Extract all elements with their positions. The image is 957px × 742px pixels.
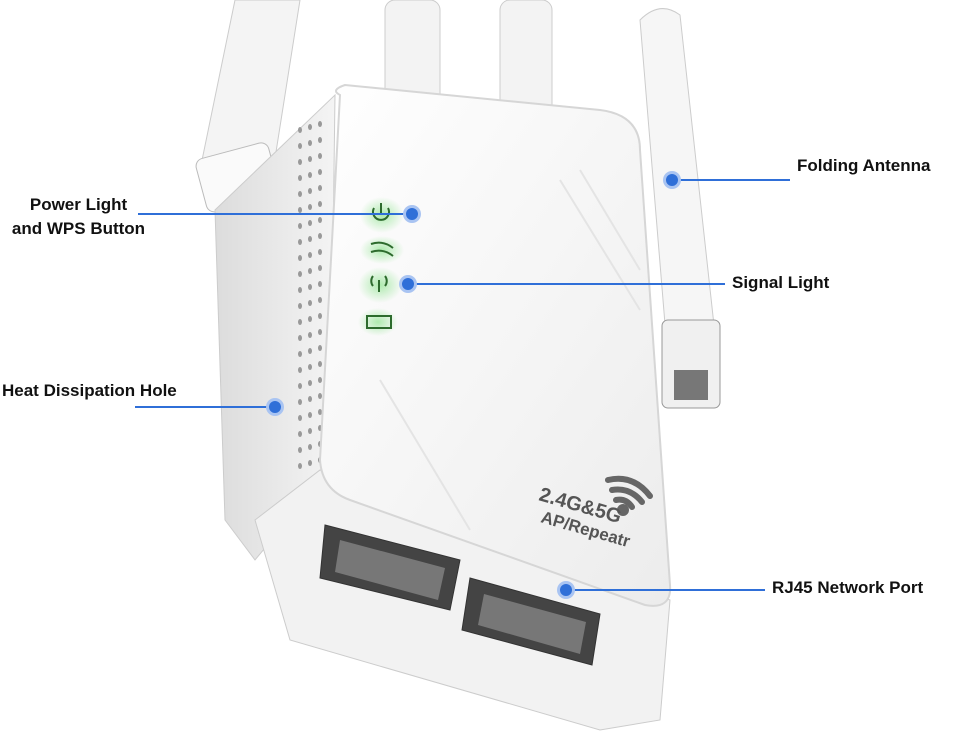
heat-hole — [318, 345, 322, 351]
callout-power-light-line2: and WPS Button — [11, 219, 146, 238]
heat-hole — [308, 188, 312, 194]
heat-hole — [308, 316, 312, 322]
heat-hole — [308, 156, 312, 162]
callout-dot-rj45 — [557, 581, 575, 599]
callout-folding-antenna: Folding Antenna — [797, 156, 931, 175]
antenna-right — [639, 8, 721, 409]
power-icon — [372, 203, 390, 221]
heat-hole — [298, 447, 302, 453]
heat-hole — [318, 297, 322, 303]
callout-dot-heat-hole — [266, 398, 284, 416]
heat-hole — [298, 255, 302, 261]
heat-hole — [308, 172, 312, 178]
heat-hole — [308, 332, 312, 338]
heat-hole — [318, 265, 322, 271]
heat-hole — [298, 303, 302, 309]
heat-hole — [308, 396, 312, 402]
heat-hole — [308, 268, 312, 274]
callout-heat-hole: Heat Dissipation Hole — [2, 381, 177, 400]
callout-power-light-line1: Power Light — [29, 195, 128, 214]
heat-dissipation-holes — [298, 121, 322, 469]
heat-hole — [308, 412, 312, 418]
heat-hole — [298, 383, 302, 389]
heat-hole — [318, 409, 322, 415]
callout-signal-light: Signal Light — [732, 273, 830, 292]
callout-power-light: Power Light and WPS Button — [0, 193, 157, 241]
heat-hole — [308, 124, 312, 130]
heat-hole — [308, 444, 312, 450]
signal-icon — [370, 275, 388, 292]
heat-hole — [298, 351, 302, 357]
heat-hole — [318, 377, 322, 383]
heat-hole — [298, 223, 302, 229]
heat-hole — [308, 428, 312, 434]
callout-lines — [135, 179, 790, 591]
heat-hole — [308, 284, 312, 290]
heat-hole — [298, 367, 302, 373]
heat-hole — [318, 153, 322, 159]
heat-hole — [308, 236, 312, 242]
heat-hole — [298, 143, 302, 149]
heat-hole — [298, 271, 302, 277]
heat-hole — [298, 335, 302, 341]
heat-hole — [308, 204, 312, 210]
callout-rj45: RJ45 Network Port — [772, 578, 924, 597]
heat-hole — [308, 300, 312, 306]
wifi-logo-icon — [605, 475, 653, 516]
heat-hole — [308, 380, 312, 386]
heat-hole — [318, 313, 322, 319]
heat-hole — [298, 287, 302, 293]
rj45-port-1 — [319, 524, 461, 611]
heat-hole — [298, 159, 302, 165]
heat-hole — [318, 185, 322, 191]
rj45-port-2 — [461, 577, 601, 666]
heat-hole — [318, 217, 322, 223]
heat-hole — [308, 140, 312, 146]
heat-hole — [318, 137, 322, 143]
heat-hole — [298, 415, 302, 421]
heat-hole — [308, 348, 312, 354]
heat-hole — [308, 364, 312, 370]
heat-hole — [298, 175, 302, 181]
heat-hole — [308, 460, 312, 466]
heat-hole — [318, 249, 322, 255]
heat-hole — [318, 329, 322, 335]
heat-hole — [298, 207, 302, 213]
heat-hole — [298, 239, 302, 245]
heat-hole — [318, 233, 322, 239]
heat-hole — [308, 220, 312, 226]
heat-hole — [298, 399, 302, 405]
callout-dot-folding-antenna — [663, 171, 681, 189]
heat-hole — [308, 252, 312, 258]
heat-hole — [318, 393, 322, 399]
heat-hole — [318, 361, 322, 367]
wps-icon — [370, 241, 394, 257]
heat-hole — [318, 281, 322, 287]
heat-hole — [298, 319, 302, 325]
heat-hole — [298, 463, 302, 469]
heat-hole — [318, 121, 322, 127]
heat-hole — [298, 431, 302, 437]
heat-hole — [318, 201, 322, 207]
callout-dot-power-light — [403, 205, 421, 223]
callout-dot-signal-light — [399, 275, 417, 293]
heat-hole — [298, 127, 302, 133]
lan-icon — [366, 315, 392, 329]
heat-hole — [318, 169, 322, 175]
heat-hole — [298, 191, 302, 197]
